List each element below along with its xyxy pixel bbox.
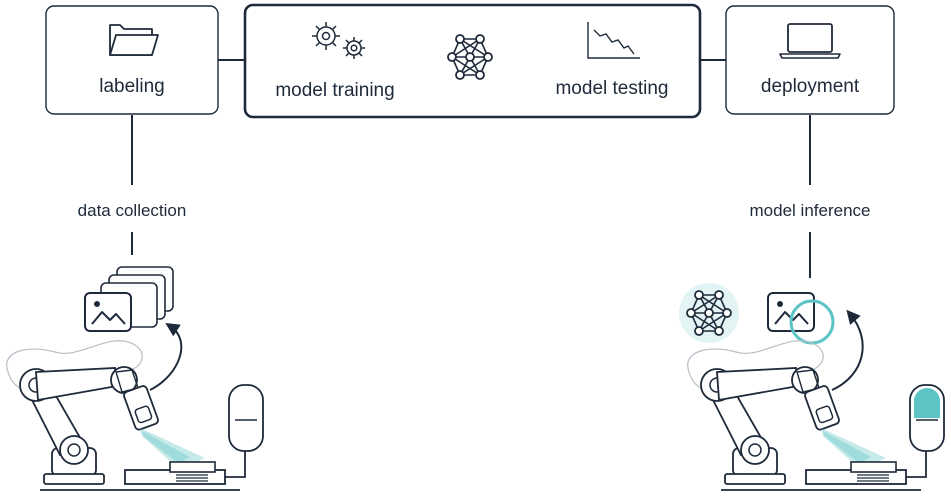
- image-stack-icon: [84, 266, 174, 332]
- model-testing-label: model testing: [555, 78, 668, 99]
- folder-icon: [109, 24, 159, 56]
- deployment-box: deployment: [725, 5, 895, 115]
- capture-arrow-right: [831, 309, 864, 391]
- left-scene: [5, 266, 264, 491]
- controller-right: [909, 384, 945, 452]
- robot-arm-right: [686, 339, 927, 491]
- training-testing-box: model training model testing: [243, 3, 702, 119]
- controller-left: [228, 384, 264, 452]
- data-collection-label: data collection: [78, 201, 187, 220]
- model-inference-label: model inference: [750, 201, 871, 220]
- right-scene: [679, 283, 945, 491]
- deployment-label: deployment: [761, 76, 860, 97]
- capture-arrow-left: [149, 322, 183, 391]
- robot-arm-left: [5, 339, 246, 491]
- labeling-box: labeling: [45, 5, 219, 115]
- gears-icon: [312, 22, 365, 59]
- loss-curve-icon: [587, 22, 640, 59]
- image-icon: [767, 292, 835, 345]
- laptop-icon: [779, 23, 841, 59]
- model-training-label: model training: [275, 80, 394, 101]
- neural-network-icon: [679, 283, 739, 343]
- labeling-label: labeling: [99, 76, 165, 97]
